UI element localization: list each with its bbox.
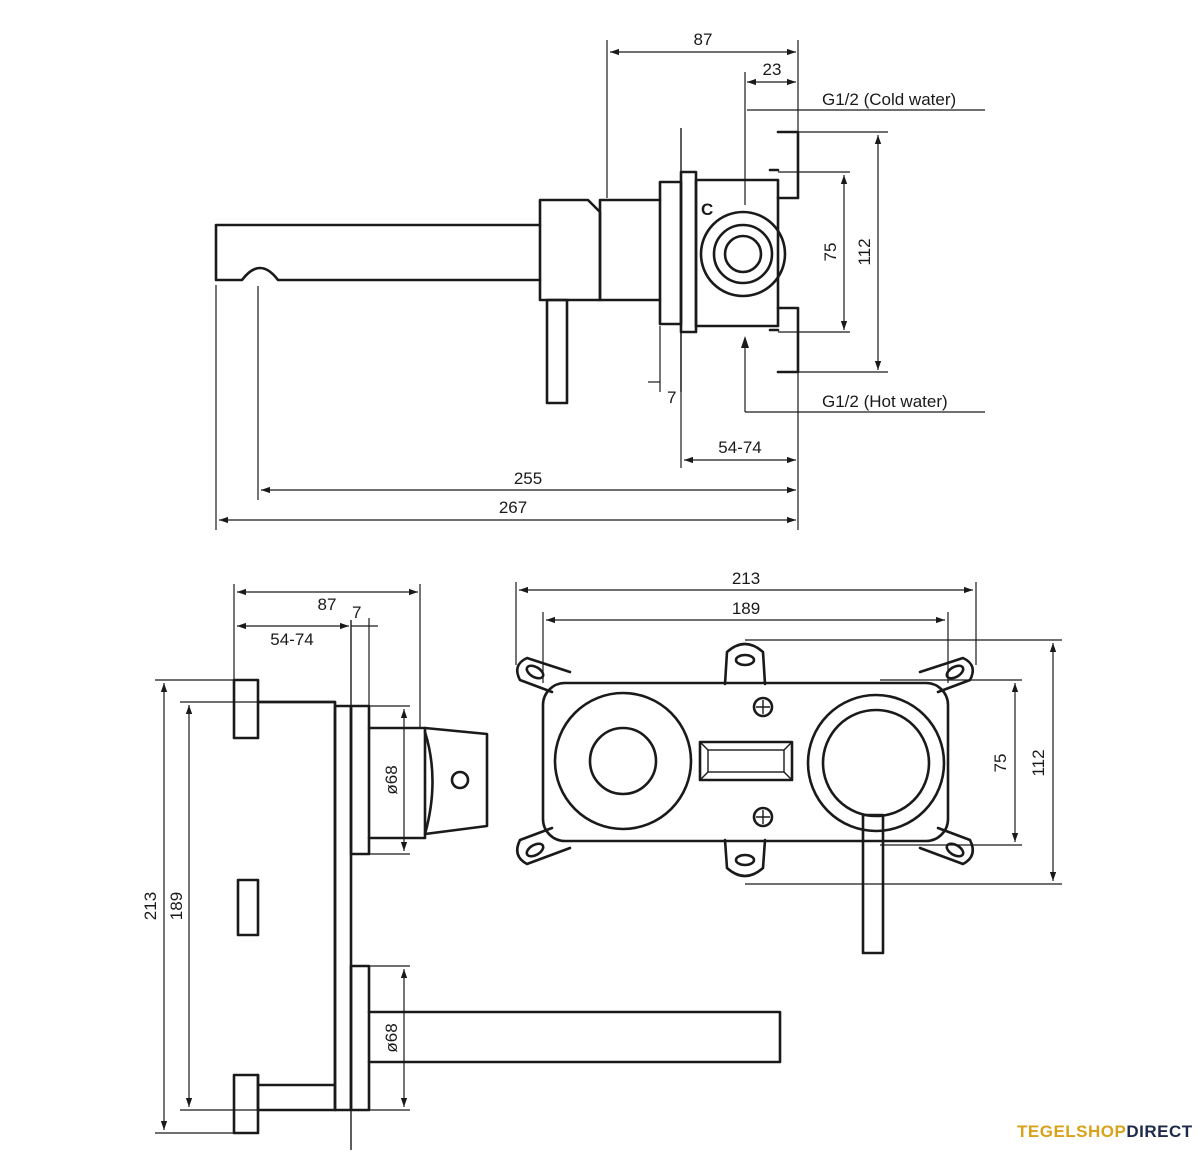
front-left-outlet-inner (588, 726, 658, 796)
dim-top-255: 255 (514, 469, 542, 488)
side-lower-rosette (349, 964, 371, 1112)
front-lug-top-left (515, 656, 572, 694)
dim-top-87: 87 (694, 30, 713, 49)
side-upper-rosette (349, 704, 371, 856)
front-screw-top (752, 696, 774, 718)
dim-top-23: 23 (763, 60, 782, 79)
top-view: C 87 23 G1/2 (Cold water) G1/2 (Hot wate… (214, 30, 985, 530)
top-lever (545, 298, 569, 405)
side-upper-tab (232, 678, 337, 740)
top-outlet-inner (723, 234, 763, 274)
dim-front-112: 112 (1029, 749, 1048, 776)
dim-side-d68-lower: ø68 (382, 1023, 401, 1052)
top-connector (598, 198, 662, 302)
side-handle (367, 726, 427, 840)
front-lug-bottom-left (515, 826, 572, 866)
brand-logo-part2: DIRECT (1126, 1122, 1193, 1141)
side-body (256, 700, 337, 1112)
top-outlet-mid (712, 223, 774, 285)
front-screw-bottom (752, 806, 774, 828)
dim-front-75: 75 (991, 754, 1010, 773)
dim-side-213: 213 (141, 892, 160, 920)
side-view: 87 54-74 7 213 189 ø68 ø68 (141, 584, 782, 1150)
side-handle-hole (450, 770, 470, 790)
top-box-body (679, 170, 698, 334)
dim-front-213: 213 (732, 569, 760, 588)
side-lower-tab (232, 1073, 337, 1135)
brand-logo: TEGELSHOPDIRECT (1017, 1122, 1193, 1142)
side-clip (236, 878, 260, 937)
dim-side-189: 189 (167, 892, 186, 920)
cold-water-label: G1/2 (Cold water) (822, 90, 956, 109)
dim-side-54-74: 54-74 (270, 630, 313, 649)
top-flange (658, 180, 683, 326)
dim-top-112: 112 (855, 238, 874, 265)
dim-top-7: 7 (667, 388, 676, 407)
dim-top-54-74: 54-74 (718, 438, 761, 457)
top-mount-tab-upper (768, 130, 800, 200)
top-mount-tab-lower (768, 306, 800, 374)
cold-marker-label: C (701, 200, 713, 219)
side-spout (367, 1010, 782, 1064)
dim-side-87: 87 (318, 595, 337, 614)
top-box (694, 178, 780, 328)
dim-top-75: 75 (821, 243, 840, 262)
hot-water-label: G1/2 (Hot water) (822, 392, 948, 411)
side-wall-plate (333, 704, 353, 1112)
front-left-outlet-outer (553, 691, 693, 831)
dim-top-267: 267 (499, 498, 527, 517)
front-lug-bottom-right (918, 826, 975, 866)
dim-front-189: 189 (732, 599, 760, 618)
front-view: 213 189 75 112 (515, 569, 1062, 955)
front-lug-bottom-center (723, 838, 767, 878)
top-spout (214, 223, 542, 282)
front-center-slot (698, 740, 794, 782)
front-right-outlet-inner (821, 708, 931, 818)
front-right-outlet-outer (806, 693, 946, 833)
top-handle-hub (538, 198, 602, 302)
dim-side-d68-upper: ø68 (382, 765, 401, 794)
dim-side-7: 7 (352, 603, 361, 622)
side-handle-knob (423, 726, 489, 836)
top-outlet-outer (699, 210, 787, 298)
front-lug-top-center (723, 642, 767, 686)
brand-logo-part1: TEGELSHOP (1017, 1122, 1127, 1141)
front-box-plate (541, 681, 950, 843)
